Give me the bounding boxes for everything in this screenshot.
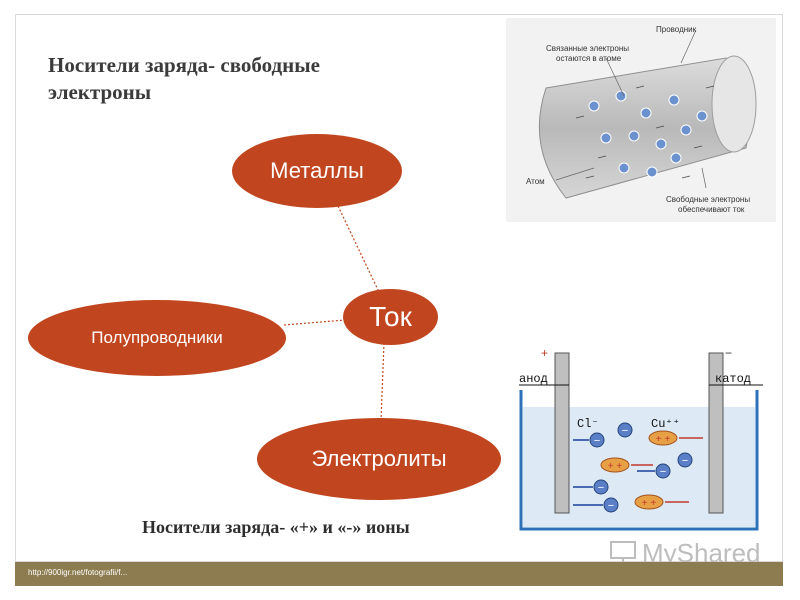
slide-subtitle: Носители заряда- «+» и «-» ионы <box>142 517 410 537</box>
anode-label: анод <box>519 372 548 386</box>
svg-text:+ +: + + <box>642 498 657 509</box>
electrolysis-illustration: + − анод катод Cl⁻ Cu⁺⁺ − − − − − − <box>513 345 771 533</box>
cathode-label: катод <box>715 372 751 386</box>
cation-arrows <box>631 437 703 503</box>
node-semiconductors: Полупроводники <box>28 300 286 376</box>
anode-sign: + <box>541 346 548 360</box>
svg-text:+ +: + + <box>656 434 671 445</box>
cathode-sign: − <box>725 346 732 360</box>
anode-electrode <box>554 352 570 514</box>
label-free-electrons-2: обеспечивают ток <box>678 205 745 214</box>
svg-text:−: − <box>622 425 628 437</box>
connector-metals <box>337 205 380 293</box>
atoms-group <box>588 90 708 178</box>
label-bound-electrons-1: Связанные электроны <box>546 44 629 53</box>
cation-ions <box>600 430 678 510</box>
slide-title: Носители заряда- свободные электроны <box>48 53 320 104</box>
anion-label: Cl⁻ <box>577 417 599 431</box>
cation-label: Cu⁺⁺ <box>651 417 680 431</box>
anion-arrows <box>573 439 655 506</box>
free-electrons-group <box>575 85 715 179</box>
conductor-end <box>711 55 757 153</box>
label-conductor: Проводник <box>656 25 697 34</box>
footer-band <box>15 562 783 586</box>
label-bound-electrons-2: остаются в атоме <box>556 54 622 63</box>
vessel <box>519 390 759 531</box>
svg-text:+ +: + + <box>608 461 623 472</box>
source-link[interactable]: http://900igr.net/fotografii/f... <box>28 568 128 577</box>
connector-electro <box>380 342 385 421</box>
node-metals: Металлы <box>232 134 402 208</box>
label-atom: Атом <box>526 177 545 186</box>
cathode-electrode <box>708 352 724 514</box>
connector-semi <box>283 319 346 326</box>
svg-text:−: − <box>682 455 688 467</box>
svg-text:−: − <box>594 435 600 447</box>
svg-text:−: − <box>598 482 604 494</box>
cation-plus-signs: + + + + + + <box>608 434 671 509</box>
anion-ions <box>589 422 693 513</box>
svg-text:−: − <box>608 500 614 512</box>
node-electrolytes: Электролиты <box>257 418 501 500</box>
label-free-electrons-1: Свободные электроны <box>666 195 750 204</box>
node-current: Ток <box>343 289 438 345</box>
conductor-illustration: Проводник Связанные электроны остаются в… <box>506 18 776 222</box>
anion-minus-signs: − − − − − − <box>594 425 688 512</box>
svg-text:−: − <box>660 466 666 478</box>
